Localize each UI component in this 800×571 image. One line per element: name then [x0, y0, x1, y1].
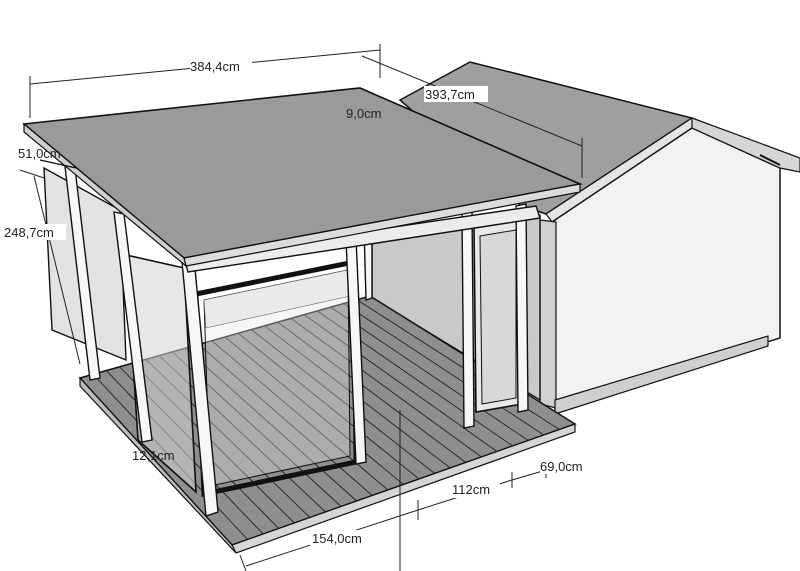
post-front-right — [461, 211, 475, 429]
deck-board-line — [251, 329, 435, 474]
deck-board-line — [198, 344, 373, 496]
adjacent-gable-wall-top — [691, 117, 800, 173]
adjacent-plinth — [554, 335, 769, 415]
roof-width-label: 384,4cm — [190, 59, 240, 74]
deck-board-line — [343, 303, 545, 436]
deck-board-line — [185, 347, 358, 502]
dimension-labels: 384,4cm 393,7cm 9,0cm 248,7cm 51,0cm 12,… — [4, 58, 596, 546]
height-label: 248,7cm — [4, 225, 54, 240]
roof-depth-label: 393,7cm — [425, 87, 475, 102]
roof — [22, 87, 583, 268]
right-overhang-label: 69,0cm — [540, 459, 583, 474]
adjacent-side-wall — [539, 219, 557, 409]
dimension-lines — [19, 44, 583, 571]
deck-board-line — [303, 314, 498, 452]
deck-board-line — [224, 336, 404, 485]
overhang-left-label: 51,0cm — [18, 146, 61, 161]
deck-board-line — [290, 317, 482, 458]
roof-thickness-label: 9,0cm — [346, 106, 381, 121]
roof-left-fascia — [23, 122, 188, 268]
deck-left-edge — [79, 376, 237, 554]
door-width-label: 112cm — [452, 482, 490, 497]
post-right-corner — [515, 203, 529, 413]
deck-board-line — [237, 332, 420, 480]
deck-board-line — [211, 340, 389, 491]
post-back-middle — [113, 211, 153, 443]
deck-board-line — [277, 321, 467, 463]
front-beam — [183, 205, 541, 273]
front-width-label: 154,0cm — [312, 531, 362, 546]
deck-board-line — [330, 306, 529, 441]
post-size-label: 12,1cm — [132, 448, 175, 463]
